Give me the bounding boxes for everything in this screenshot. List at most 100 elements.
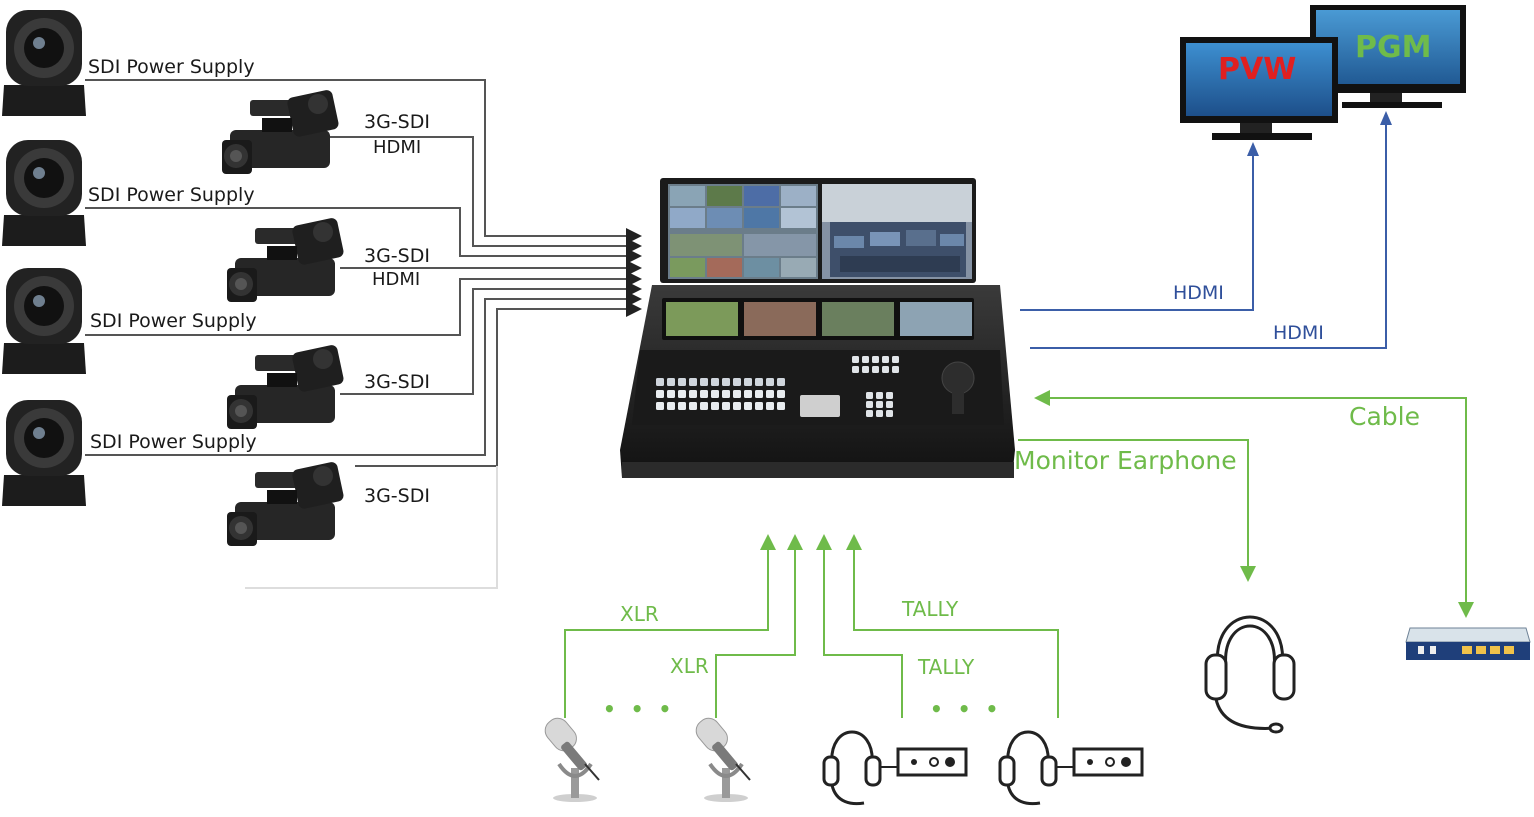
console-key [700,378,708,386]
console-key [722,378,730,386]
console-key [700,402,708,410]
console-key [744,390,752,398]
console-key [678,390,686,398]
console-key [862,366,869,373]
label-tally-1: TALLY [902,597,959,621]
ptz-camera-icon [2,140,86,246]
label-hdmi-2: HDMI [372,269,421,290]
console-key [755,390,763,398]
console-key [744,378,752,386]
console-key [667,378,675,386]
console-key [678,378,686,386]
hdmi-output-lines [1020,111,1392,349]
ptz-camera-icon [2,10,86,116]
label-sdi-power-supply-2: SDI Power Supply [88,184,255,206]
tally-headset-icon [822,730,968,806]
console-key [876,410,883,417]
console-key [886,410,893,417]
camcorder-icon [227,345,344,429]
label-sdi-power-supply-3: SDI Power Supply [90,310,257,332]
console-key [755,402,763,410]
label-sdi-power-supply-4: SDI Power Supply [90,431,257,453]
label-cable: Cable [1349,402,1420,431]
video-switcher-console [620,178,1015,478]
console-key [862,356,869,363]
console-key [689,402,697,410]
console-key [886,392,893,399]
ptz-camera-group [2,10,86,506]
camcorder-group [222,90,344,546]
console-key [777,390,785,398]
microphone-icon [695,717,751,802]
ellipsis-mics: • • • [603,697,676,721]
tally-headset-icon [998,730,1144,806]
console-buttons [656,356,899,417]
label-3g-sdi-4: 3G-SDI [364,485,430,507]
console-key [733,402,741,410]
console-key [886,401,893,408]
ellipsis-tally: • • • [930,697,1003,721]
console-key [733,378,741,386]
console-key [872,356,879,363]
console-key [722,390,730,398]
ptz-camera-icon [2,400,86,506]
pvw-monitor [1180,37,1338,140]
router-icon [1405,627,1531,660]
console-key [744,402,752,410]
console-key [656,390,664,398]
console-key [892,356,899,363]
console-key [656,402,664,410]
label-tally-2: TALLY [918,655,975,679]
label-3g-sdi-1: 3G-SDI [364,111,430,133]
console-key [876,401,883,408]
beltpack-icon [880,747,968,777]
console-key [667,402,675,410]
video-signal-lines [85,79,642,589]
console-key [733,390,741,398]
console-key [766,378,774,386]
console-key [777,402,785,410]
label-3g-sdi-3: 3G-SDI [364,371,430,393]
camcorder-icon [227,218,344,302]
microphone-icon [544,717,600,802]
t-bar [800,395,840,417]
label-pgm: PGM [1355,30,1432,65]
label-hdmi-pvw: HDMI [1173,282,1224,304]
console-key [689,390,697,398]
label-monitor-earphone: Monitor Earphone [1014,446,1237,475]
console-key [700,390,708,398]
camcorder-icon [227,462,344,546]
microphone-group [544,717,751,802]
console-key [678,402,686,410]
console-key [892,366,899,373]
console-key [876,392,883,399]
console-key [882,366,889,373]
console-key [722,402,730,410]
console-key [866,392,873,399]
label-3g-sdi-2: 3G-SDI [364,245,430,267]
tally-headset-group [822,730,1144,806]
console-key [711,378,719,386]
console-key [689,378,697,386]
joystick [941,361,975,395]
console-key [711,390,719,398]
label-sdi-power-supply-1: SDI Power Supply [88,56,255,78]
console-key [667,390,675,398]
preview-strip [662,298,974,340]
console-key [656,378,664,386]
console-key [866,410,873,417]
console-key [766,402,774,410]
multiview-tiles [670,186,816,277]
console-key [866,401,873,408]
console-key [852,356,859,363]
monitor-headphone-icon [1204,615,1296,734]
console-key [872,366,879,373]
beltpack-icon [1056,747,1144,777]
console-key [882,356,889,363]
console-key [766,390,774,398]
label-hdmi-pgm: HDMI [1273,322,1324,344]
label-xlr-2: XLR [670,654,709,678]
label-hdmi-1: HDMI [373,137,422,158]
